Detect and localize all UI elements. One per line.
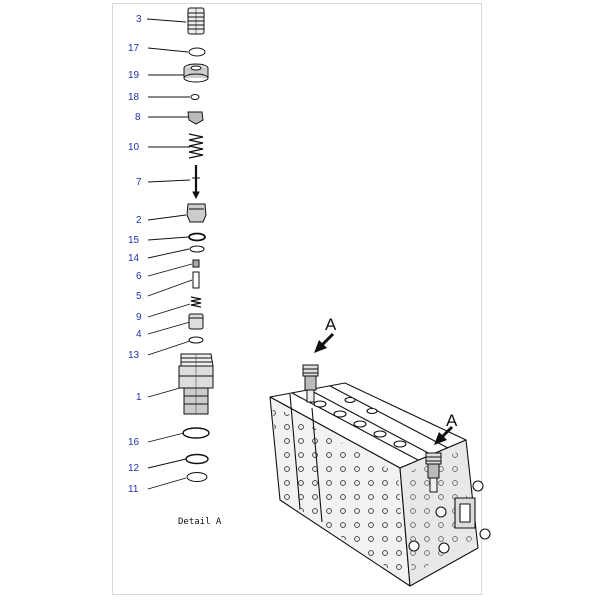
- part-label: 13: [128, 350, 140, 361]
- part-label: 2: [136, 215, 142, 226]
- part-label: 3: [136, 14, 142, 25]
- part-label: 15: [128, 235, 140, 246]
- o-ring-16: [182, 427, 210, 439]
- ring-13: [188, 336, 204, 344]
- ring-11: [186, 472, 208, 482]
- part-label: 12: [128, 463, 140, 474]
- spacer-4: [188, 313, 204, 330]
- o-ring-17: [188, 47, 206, 57]
- part-label: 10: [128, 142, 140, 153]
- poppet-8: [187, 111, 204, 125]
- o-ring-14: [189, 245, 205, 253]
- plug-part-3: [187, 7, 205, 35]
- part-label: 1: [136, 392, 142, 403]
- part-label: 14: [128, 253, 140, 264]
- valve-body-1: [178, 353, 214, 415]
- pin-7: [192, 165, 200, 200]
- parts-stack: [178, 7, 214, 482]
- part-label: 17: [128, 43, 140, 54]
- o-ring-15: [188, 232, 206, 242]
- part-label: 19: [128, 70, 140, 81]
- relief-valve-left: [302, 364, 319, 403]
- leader-lines: [146, 18, 193, 490]
- part-label: 6: [136, 271, 142, 282]
- callout-arrow-left: [314, 332, 335, 353]
- spring-10: [188, 133, 204, 159]
- rod-5: [192, 271, 200, 289]
- part-label: 9: [136, 312, 142, 323]
- callout-arrow-right: [434, 425, 454, 445]
- part-label: 7: [136, 177, 142, 188]
- o-ring-12: [185, 453, 209, 465]
- control-valve-assembly: [269, 382, 491, 587]
- spring-9: [190, 296, 202, 308]
- ring-18: [190, 94, 200, 100]
- sleeve-2: [186, 203, 207, 223]
- part-label: 18: [128, 92, 140, 103]
- part-label: 8: [135, 112, 141, 123]
- part-label: 11: [128, 484, 139, 495]
- part-label: 5: [136, 291, 142, 302]
- part-label: 16: [128, 437, 140, 448]
- part-label: 4: [136, 329, 142, 340]
- piston-6: [192, 259, 200, 268]
- part-labels: 3 17 19 18 8 10 7 2 15 14 6 5 9 4 13 1 1…: [128, 14, 142, 495]
- detail-caption: Detail A: [178, 517, 222, 527]
- callout-label-a: A: [325, 315, 337, 334]
- relief-valve-right: [425, 452, 442, 493]
- callout-label-a: A: [446, 411, 458, 430]
- nut-19: [183, 63, 209, 83]
